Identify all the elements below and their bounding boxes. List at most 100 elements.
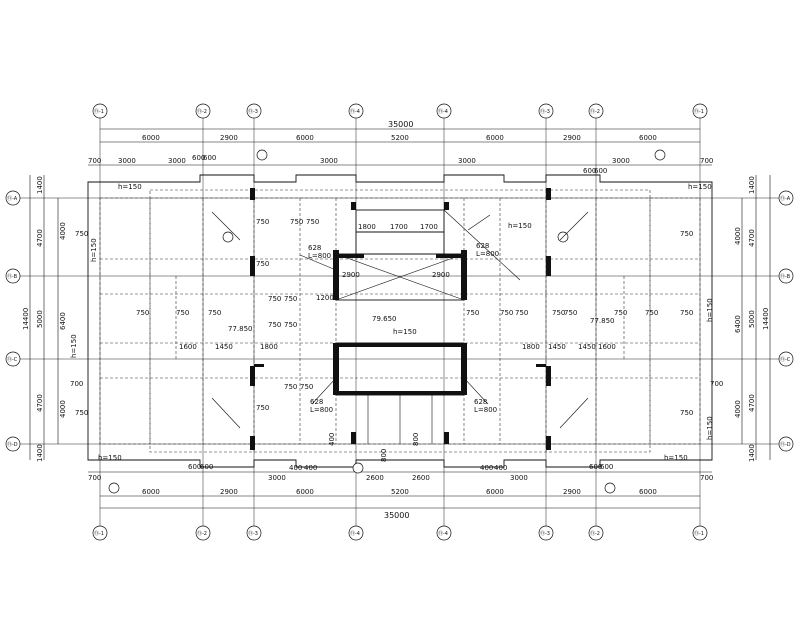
dimension-text: 1450 [215, 343, 233, 351]
rebar-spacing-label: 750 [500, 309, 513, 317]
dimension-text: 1800 [522, 343, 540, 351]
dimension-text: 3000 [510, 474, 528, 482]
opening-label: 628 [474, 398, 487, 406]
dimension-text: 600 [594, 167, 607, 175]
dimension-text: 6000 [296, 488, 314, 496]
dimension-text: 600 [188, 463, 201, 471]
dimension-text: 2600 [412, 474, 430, 482]
axis-bubble-label: ⑪-4 [350, 108, 360, 115]
dimension-text: 700 [88, 157, 101, 165]
right-overall-dimension: 14400 [762, 308, 770, 330]
left-axis-bubbles: ⑪-A ⑪-B ⑪-C ⑪-D [5, 190, 21, 452]
dimension-text: 1800 [358, 223, 376, 231]
dimension-text: 700 [700, 157, 713, 165]
dimension-text: 1400 [748, 176, 756, 194]
dimension-text: 1450 [548, 343, 566, 351]
dimension-text: 4700 [748, 229, 756, 247]
dimension-text: 5200 [391, 134, 409, 142]
left-span-dimensions: 1400 4700 5000 4700 1400 4000 6400 4000 [36, 176, 67, 462]
dimension-text: 3000 [168, 157, 186, 165]
dimension-text: 600 [192, 154, 205, 162]
right-span-dimensions: 1400 4700 5000 4700 1400 4000 6400 4000 [734, 176, 756, 462]
top-axis-grid [99, 118, 701, 530]
right-dimension-lines [741, 175, 771, 460]
axis-bubble-label: ⑪-3 [248, 108, 258, 115]
dimension-text: 2900 [220, 134, 238, 142]
dimension-text: 4000 [59, 400, 67, 418]
slab-thickness-label: h=150 [706, 416, 714, 440]
dimension-text: 5000 [748, 310, 756, 328]
bottom-dimension-lines [88, 471, 712, 509]
dimension-text: 4000 [734, 227, 742, 245]
leader-lines [211, 209, 589, 429]
axis-bubble-label: ⑪-D [780, 441, 791, 448]
opening-label: L=800 [476, 250, 499, 258]
axis-bubble-label: ⑪-4 [438, 530, 448, 537]
stair-core [335, 209, 465, 444]
slab-thickness-label: h=150 [118, 183, 142, 191]
rebar-spacing-label: 750 [176, 309, 189, 317]
rebar-spacing-label: 750 [256, 260, 269, 268]
dimension-text: 6000 [639, 488, 657, 496]
dimension-text: 1700 [420, 223, 438, 231]
dimension-text: 5000 [36, 310, 44, 328]
opening-label: L=800 [474, 406, 497, 414]
dimension-text: 6400 [734, 315, 742, 333]
axis-bubble-label: ⑪-1 [94, 108, 104, 115]
dimension-text: 2900 [563, 134, 581, 142]
axis-bubble-label: ⑪-4 [350, 530, 360, 537]
dimension-text: 1800 [260, 343, 278, 351]
shear-walls [250, 188, 551, 450]
dimension-text: 6000 [486, 134, 504, 142]
dimension-text: 700 [700, 474, 713, 482]
dimension-text: 600 [600, 463, 613, 471]
slab-thickness-label: h=150 [393, 328, 417, 336]
dimension-text: 2900 [563, 488, 581, 496]
axis-bubble-label: ⑪-C [7, 356, 18, 363]
axis-bubble-label: ⑪-2 [590, 530, 600, 537]
axis-bubble-label: ⑪-3 [248, 530, 258, 537]
dimension-text: 4700 [748, 394, 756, 412]
rebar-spacing-label: 750 [75, 409, 88, 417]
axis-bubble-label: ⑪-C [780, 356, 791, 363]
dimension-text: 600 [583, 167, 596, 175]
rebar-spacing-label: 750 [136, 309, 149, 317]
rebar-spacing-label: 750 [680, 309, 693, 317]
rebar-spacing-label: 750 [552, 309, 565, 317]
axis-bubble-label: ⑪-2 [590, 108, 600, 115]
dimension-text: 1600 [598, 343, 616, 351]
axis-bubble-label: ⑪-1 [694, 530, 704, 537]
dimension-text: 6000 [639, 134, 657, 142]
opening-label: 628 [310, 398, 323, 406]
slab-thickness-label: h=150 [664, 454, 688, 462]
top-dimension-lines [88, 128, 712, 166]
rebar-spacing-label: 750 [290, 218, 303, 226]
bottom-row2-dimensions: 700 600 600 3000 400 400 2600 2600 400 4… [88, 463, 713, 482]
rebar-spacing-label: 750 [75, 230, 88, 238]
top-row2-dimensions: 700 3000 3000 600 600 3000 3000 600 600 … [88, 154, 713, 175]
opening-label: L=800 [308, 252, 331, 260]
opening-label: 628 [308, 244, 321, 252]
slab-thickness-label: h=150 [508, 222, 532, 230]
slab-thickness-label: h=150 [90, 238, 98, 262]
elevation-label: 77.850 [590, 317, 615, 325]
dimension-text: 700 [710, 380, 723, 388]
dimension-text: 4700 [36, 229, 44, 247]
dimension-text: 700 [70, 380, 83, 388]
rebar-spacing-label: 750 [300, 383, 313, 391]
dimension-text: 2900 [342, 271, 360, 279]
dimension-text: 600 [203, 154, 216, 162]
dimension-text: 1400 [748, 444, 756, 462]
dimension-text: 1600 [179, 343, 197, 351]
axis-bubble-label: ⑪-D [7, 441, 18, 448]
rebar-spacing-label: 750 [466, 309, 479, 317]
opening-label: L=800 [310, 406, 333, 414]
dimension-text: 4700 [36, 394, 44, 412]
bottom-span-dimensions: 6000 2900 6000 5200 6000 2900 6000 [142, 488, 657, 496]
left-dimension-lines [29, 175, 59, 460]
dimension-text: 1700 [390, 223, 408, 231]
dimension-text: 700 [88, 474, 101, 482]
slab-thickness-label: h=150 [98, 454, 122, 462]
dimension-text: 3000 [612, 157, 630, 165]
